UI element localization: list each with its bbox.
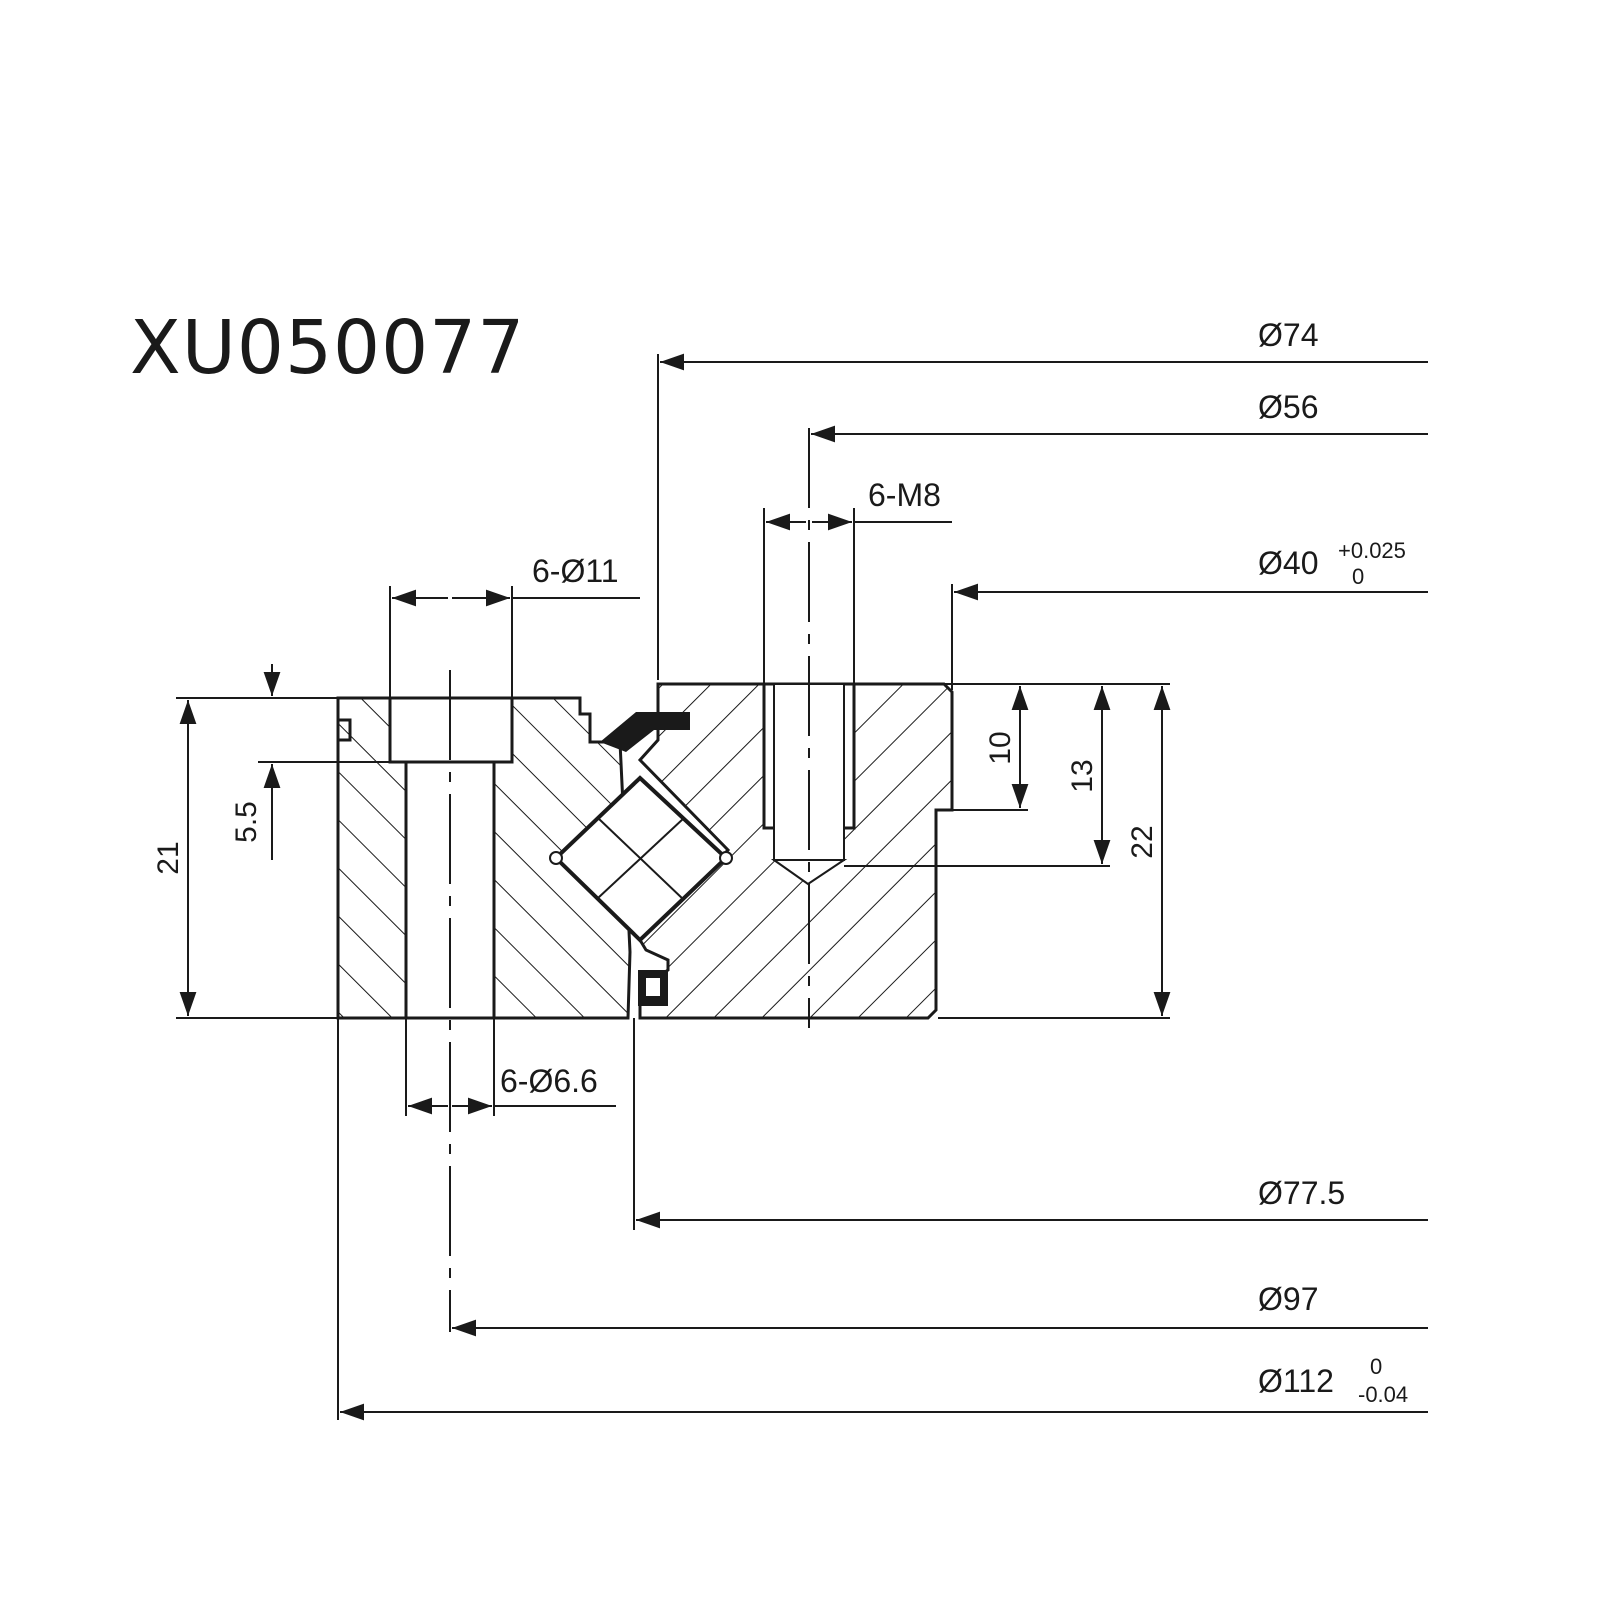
top-seal: [600, 712, 690, 752]
svg-text:22: 22: [1126, 825, 1159, 858]
dimension-h22: 22: [938, 686, 1171, 1019]
dimension-d97: Ø97: [452, 1281, 1428, 1337]
svg-text:6-M8: 6-M8: [868, 477, 941, 513]
dimension-h10: 10: [944, 683, 1170, 811]
svg-text:Ø74: Ø74: [1258, 317, 1318, 353]
dimension-d74: Ø74: [657, 317, 1428, 680]
svg-text:Ø112: Ø112: [1258, 1363, 1334, 1399]
dimension-hole: 6-Ø6.6: [405, 1018, 616, 1116]
dimension-d40: Ø40 +0.025 0: [951, 538, 1428, 690]
svg-text:Ø77.5: Ø77.5: [1258, 1175, 1345, 1211]
svg-text:6-Ø6.6: 6-Ø6.6: [500, 1063, 598, 1099]
dimension-d112: Ø112 0 -0.04: [337, 1018, 1428, 1421]
part-number-title: XU050077: [130, 305, 526, 391]
svg-text:10: 10: [984, 731, 1017, 764]
svg-text:-0.04: -0.04: [1358, 1382, 1408, 1407]
svg-text:Ø97: Ø97: [1258, 1281, 1318, 1317]
svg-text:21: 21: [152, 841, 185, 874]
svg-text:+0.025: +0.025: [1338, 538, 1406, 563]
dimension-d77-5: Ø77.5: [633, 1018, 1428, 1230]
dimension-cbore: 6-Ø11: [389, 553, 640, 698]
dimension-h5-5: 5.5: [230, 664, 390, 860]
roller-element: [549, 775, 733, 943]
dimension-tap: 6-M8: [763, 477, 952, 684]
svg-text:6-Ø11: 6-Ø11: [532, 553, 619, 589]
svg-text:0: 0: [1352, 564, 1364, 589]
svg-text:5.5: 5.5: [230, 801, 263, 843]
svg-text:Ø56: Ø56: [1258, 389, 1318, 425]
dimension-h13: 13: [844, 686, 1111, 867]
dimension-d56: Ø56: [811, 389, 1428, 443]
svg-text:Ø40: Ø40: [1258, 545, 1318, 581]
dimension-h21: 21: [152, 697, 338, 1019]
svg-text:13: 13: [1066, 759, 1099, 792]
svg-text:0: 0: [1370, 1354, 1382, 1379]
